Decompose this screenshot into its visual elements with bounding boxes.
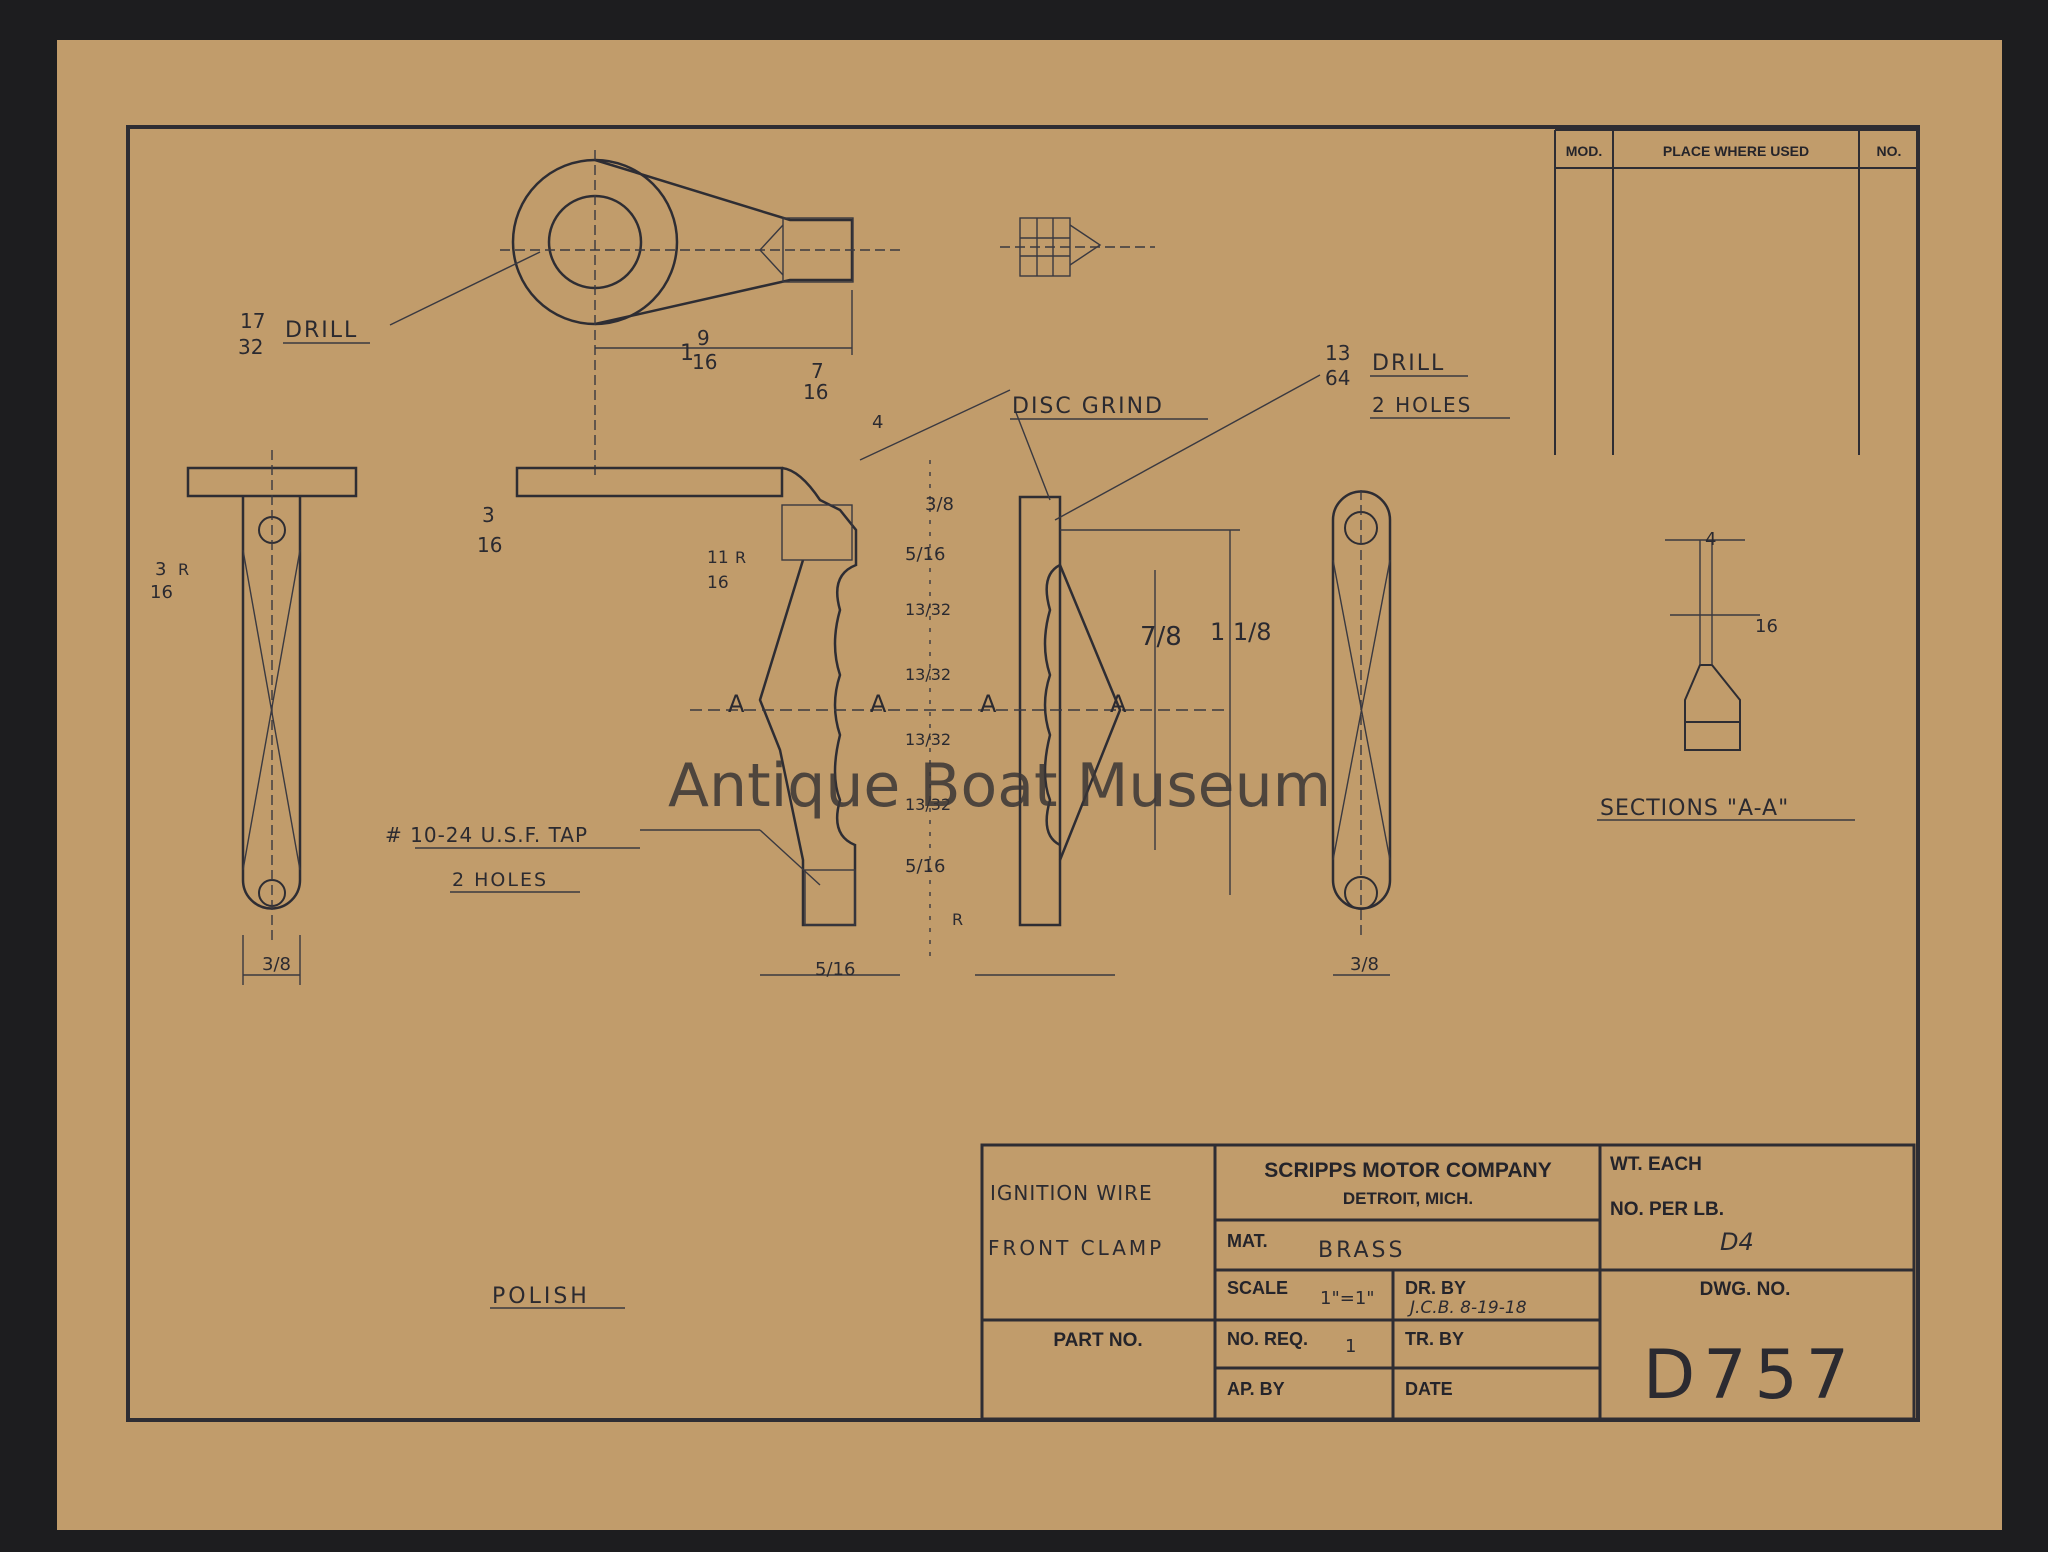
no-per-lb-value: D4 <box>1720 1228 1754 1256</box>
museum-watermark: Antique Boat Museum <box>668 751 1331 821</box>
dwg-no-value: D757 <box>1643 1336 1857 1415</box>
dim-9: 9 <box>697 326 710 350</box>
dim-3-8-b: 3/8 <box>262 954 291 975</box>
rev-no-header: NO. <box>1877 143 1902 159</box>
two-holes-tap-label: 2 HOLES <box>452 869 548 891</box>
part-name-line2: FRONT CLAMP <box>988 1236 1164 1260</box>
dim-13-32-a: 13/32 <box>905 600 951 619</box>
ap-by-label: AP. BY <box>1227 1379 1285 1399</box>
part-no-label: PART NO. <box>1053 1330 1142 1351</box>
dim-5-16-c: 5/16 <box>815 959 855 980</box>
dim-16-c: 16 <box>477 533 502 557</box>
section-marker-a2: A <box>870 690 887 718</box>
title-block <box>980 1143 1916 1421</box>
dwg-no-label: DWG. NO. <box>1700 1279 1791 1300</box>
part-name-line1: IGNITION WIRE <box>990 1181 1153 1205</box>
scale-value: 1"=1" <box>1320 1288 1375 1309</box>
front-view <box>515 374 1321 976</box>
polish-note: POLISH <box>492 1284 590 1309</box>
rev-mod-header: MOD. <box>1566 143 1603 159</box>
section-marker-a4: A <box>1110 690 1127 718</box>
dim-13-32-c: 13/32 <box>905 730 951 749</box>
dr-by-label: DR. BY <box>1405 1278 1466 1298</box>
dim-5-16-b: 5/16 <box>905 856 945 877</box>
dim-3-8-a: 3/8 <box>925 494 954 515</box>
two-holes-drill-label: 2 HOLES <box>1372 393 1472 417</box>
dim-17: 17 <box>240 309 265 333</box>
drill-17-32-label: DRILL <box>285 318 358 343</box>
dim-7: 7 <box>811 359 824 383</box>
tr-by-label: TR. BY <box>1405 1329 1464 1349</box>
scale-label: SCALE <box>1227 1278 1288 1298</box>
company-name: SCRIPPS MOTOR COMPANY <box>1264 1159 1551 1182</box>
dr-by-value: J.C.B. 8-19-18 <box>1407 1298 1527 1318</box>
dim-3-16-left: 3 <box>155 559 166 580</box>
dim-r-b: R <box>735 548 746 567</box>
dim-16-e: 16 <box>150 582 173 603</box>
revision-table: MOD. PLACE WHERE USED NO. <box>1554 129 1918 455</box>
dim-1-1-8: 1 1/8 <box>1210 618 1272 646</box>
top-view <box>389 150 1155 480</box>
no-req-value: 1 <box>1345 1336 1356 1357</box>
dimension-labels: 17 32 1 9 16 7 16 4 3 16 13 64 11 16 3 1… <box>150 309 1778 980</box>
section-marker-a1: A <box>728 690 745 718</box>
dim-r-c: R <box>952 910 963 929</box>
dim-5-16-a: 5/16 <box>905 544 945 565</box>
dim-64: 64 <box>1325 366 1350 390</box>
dim-r-a: R <box>178 560 189 579</box>
left-end-view <box>186 450 358 985</box>
tap-label: # 10-24 U.S.F. TAP <box>385 823 588 847</box>
dim-13: 13 <box>1325 341 1350 365</box>
company-city: DETROIT, MICH. <box>1343 1189 1473 1208</box>
drill-13-64-label: DRILL <box>1372 351 1445 376</box>
dim-11: 11 <box>707 548 729 568</box>
dim-4: 4 <box>872 412 883 433</box>
rev-place-header: PLACE WHERE USED <box>1663 143 1809 159</box>
no-req-label: NO. REQ. <box>1227 1329 1308 1349</box>
dim-32: 32 <box>238 335 263 359</box>
dim-3: 3 <box>482 503 495 527</box>
dim-7-8: 7/8 <box>1140 622 1182 652</box>
dim-4-b: 4 <box>1705 529 1716 550</box>
mat-label: MAT. <box>1227 1231 1268 1251</box>
dim-16-d: 16 <box>707 573 729 593</box>
disc-grind-label: DISC GRIND <box>1012 394 1164 419</box>
mat-value: BRASS <box>1318 1238 1405 1263</box>
dim-13-32-d: 13/32 <box>905 795 951 814</box>
no-per-lb-label: NO. PER LB. <box>1610 1199 1724 1220</box>
right-end-view <box>1331 490 1392 976</box>
dim-16-b: 16 <box>803 380 828 404</box>
dim-1: 1 <box>680 341 694 366</box>
section-marker-a3: A <box>980 690 997 718</box>
paper <box>57 40 2002 1530</box>
dim-13-32-b: 13/32 <box>905 665 951 684</box>
dim-16-f: 16 <box>1755 616 1778 637</box>
section-a-a <box>1597 539 1855 821</box>
dim-16-a: 16 <box>692 350 717 374</box>
sections-label: SECTIONS "A-A" <box>1600 796 1789 821</box>
date-label: DATE <box>1405 1379 1453 1399</box>
wt-each-label: WT. EACH <box>1610 1154 1702 1175</box>
dim-3-8-c: 3/8 <box>1350 954 1379 975</box>
